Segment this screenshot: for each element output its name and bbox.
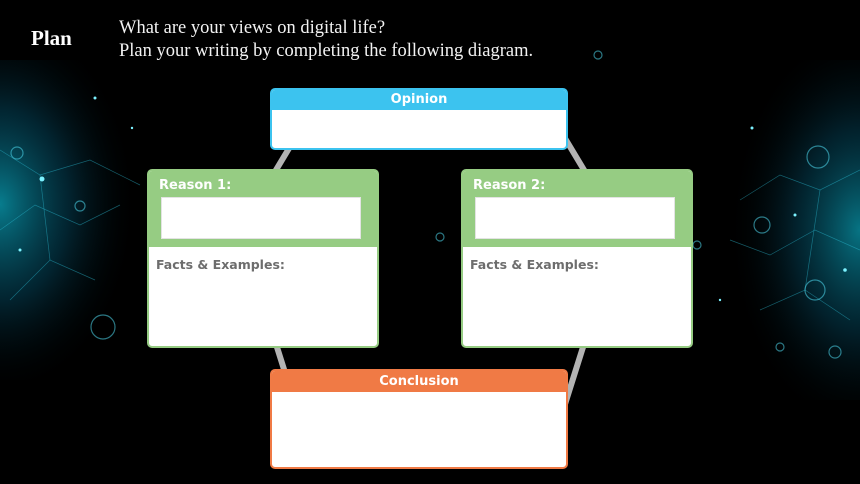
reason2-facts-label: Facts & Examples: (470, 257, 599, 272)
question-text: What are your views on digital life? (119, 18, 386, 38)
instructions: What are your views on digital life? Pla… (119, 17, 533, 63)
reason1-answer-field[interactable] (161, 197, 361, 239)
reason2-answer-field[interactable] (475, 197, 675, 239)
conclusion-answer-field[interactable] (272, 392, 566, 432)
reason1-header: Reason 1: (149, 171, 377, 247)
conclusion-box: Conclusion (270, 369, 568, 469)
reason1-facts-label: Facts & Examples: (156, 257, 285, 272)
reason1-box: Reason 1: Facts & Examples: (147, 169, 379, 348)
opinion-title: Opinion (272, 90, 566, 110)
instruction-text: Plan your writing by completing the foll… (119, 41, 534, 61)
conclusion-title: Conclusion (272, 371, 566, 392)
reason1-title: Reason 1: (159, 178, 232, 193)
plan-label: Plan (31, 26, 72, 50)
reason2-title: Reason 2: (473, 178, 546, 193)
reason2-header: Reason 2: (463, 171, 691, 247)
opinion-answer-field[interactable] (272, 110, 566, 148)
reason2-box: Reason 2: Facts & Examples: (461, 169, 693, 348)
opinion-box: Opinion (270, 88, 568, 150)
